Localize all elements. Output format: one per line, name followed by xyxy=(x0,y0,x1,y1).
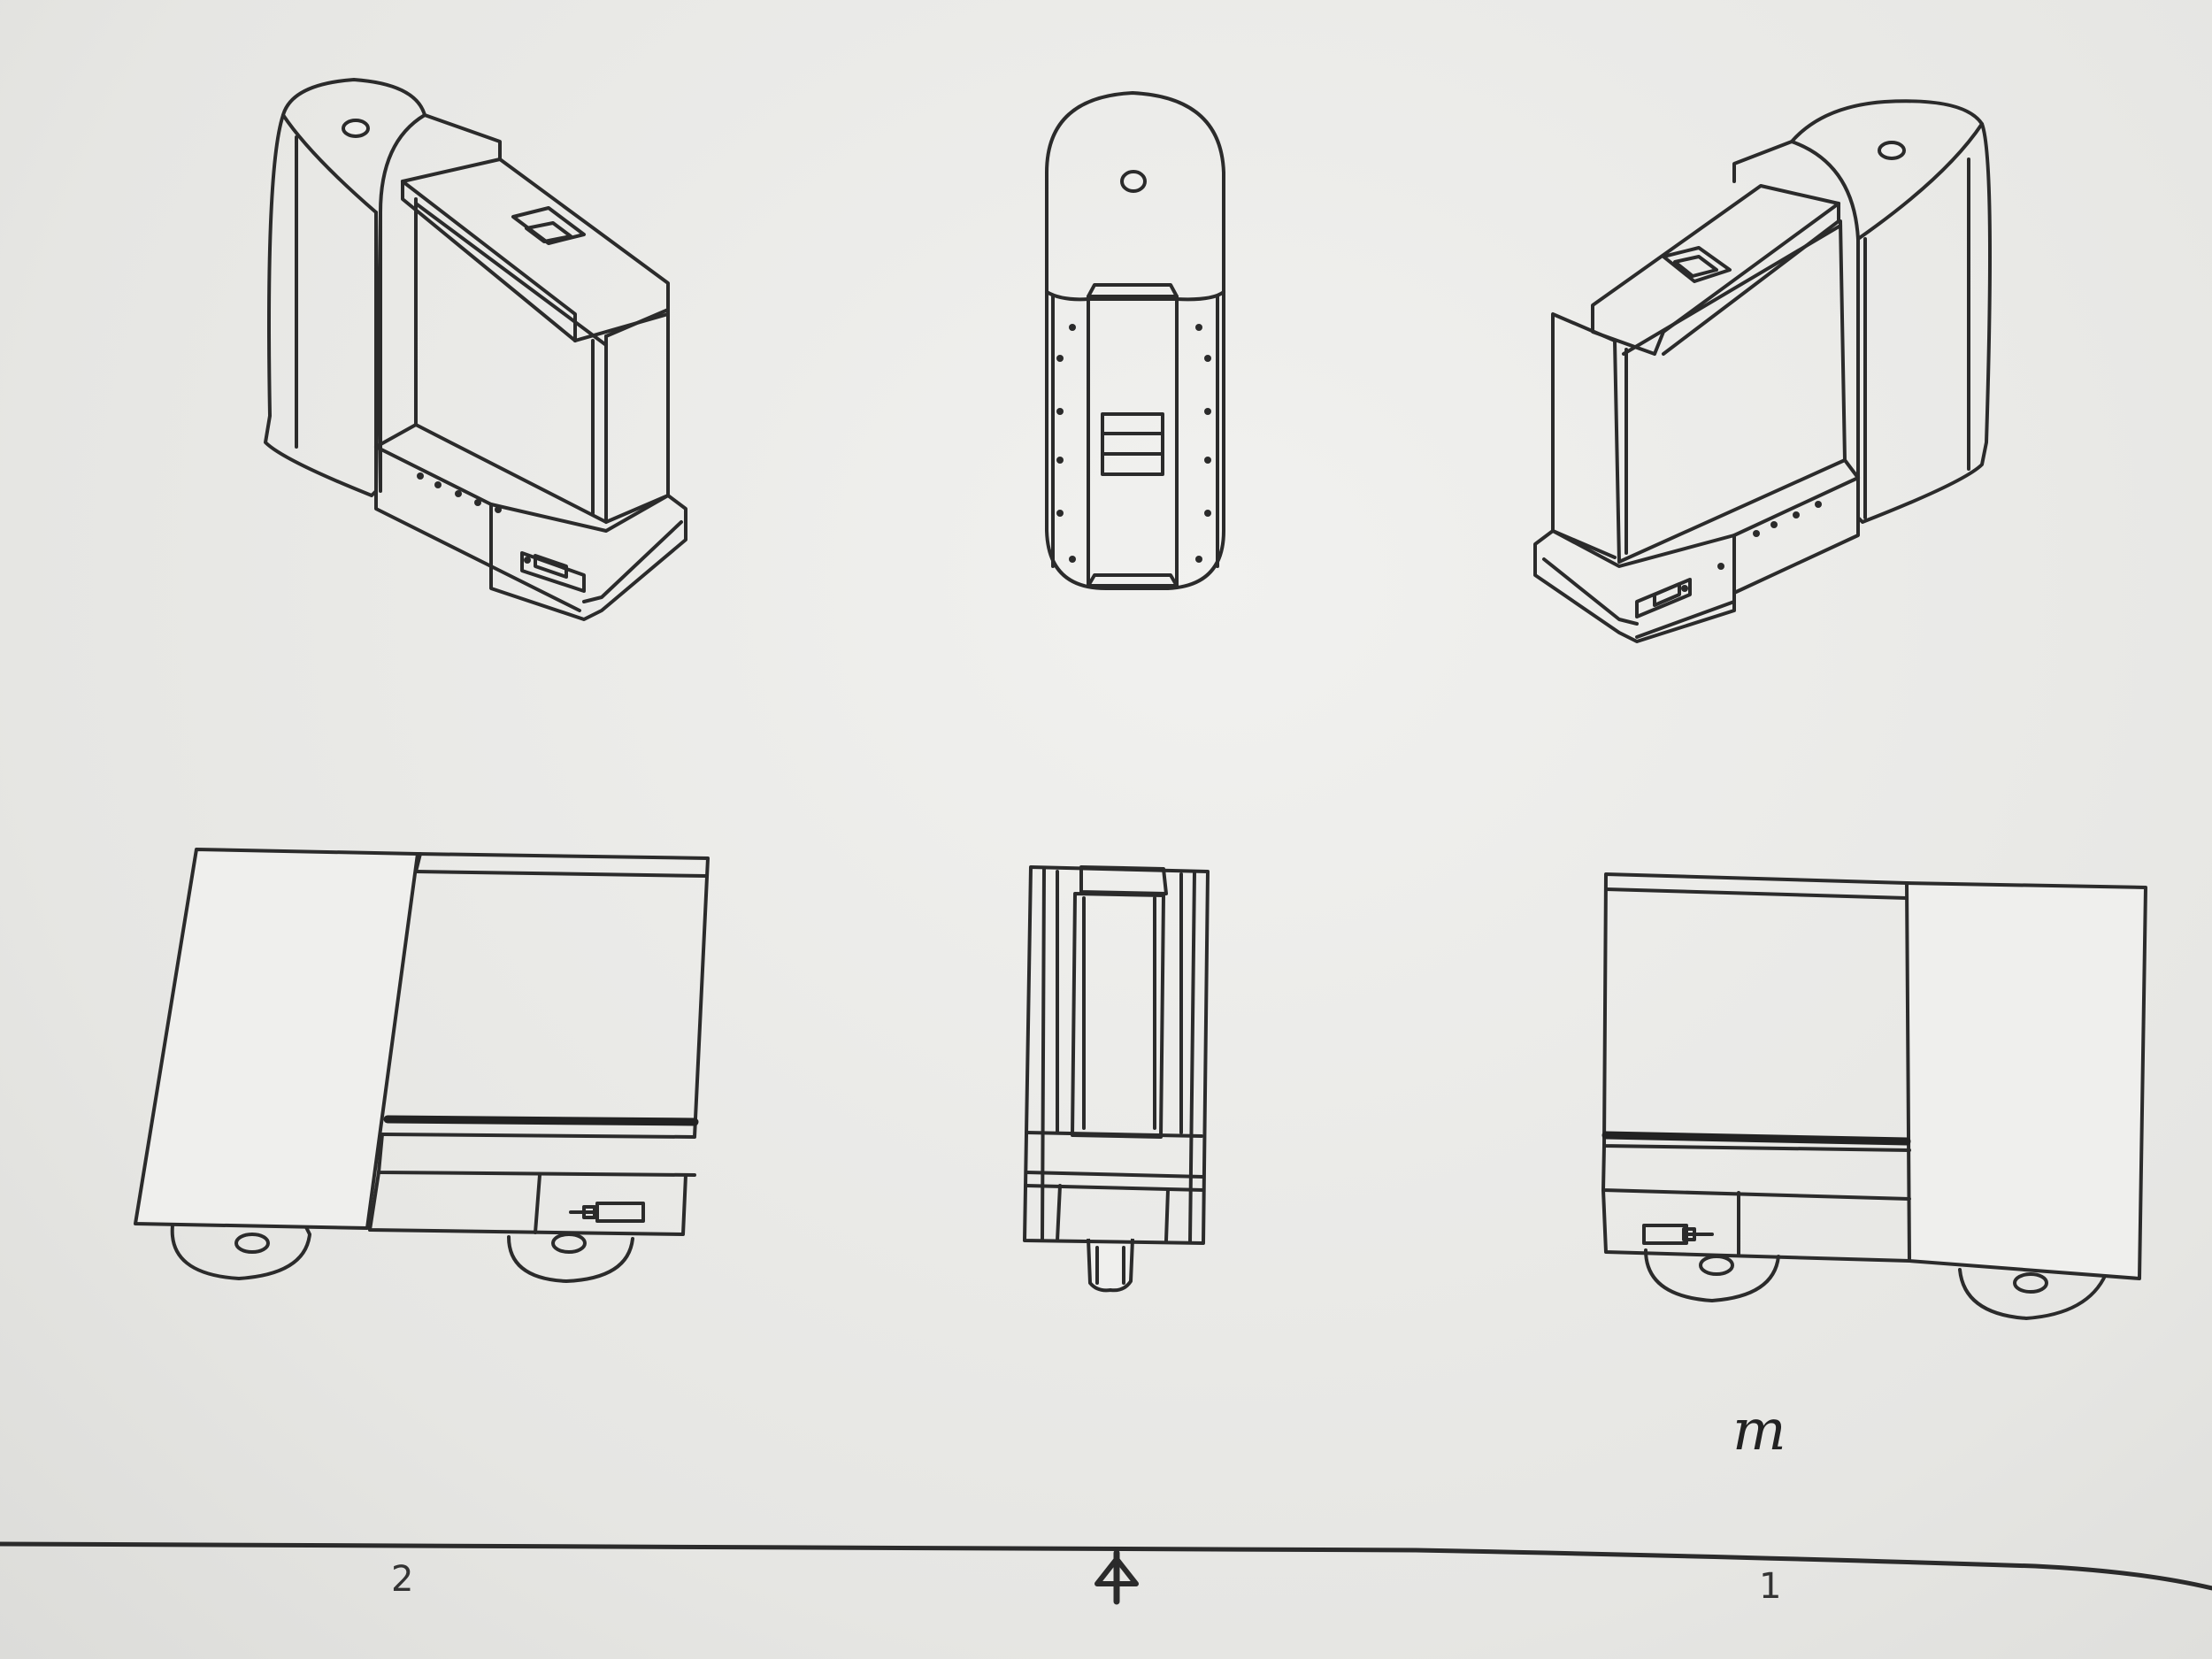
baseline xyxy=(0,1541,2212,1591)
side-view-right xyxy=(1601,872,2147,1320)
view-label-left: 2 xyxy=(391,1559,414,1600)
top-view xyxy=(1045,91,1225,590)
isometric-view-right xyxy=(1533,99,1992,643)
view-label-right: 1 xyxy=(1759,1566,1782,1607)
front-view xyxy=(1023,865,1210,1293)
isometric-view-left xyxy=(264,78,687,621)
handwritten-mark: m xyxy=(1732,1398,1786,1463)
up-arrow-section-icon xyxy=(1094,1549,1139,1605)
side-view-left xyxy=(134,848,710,1283)
